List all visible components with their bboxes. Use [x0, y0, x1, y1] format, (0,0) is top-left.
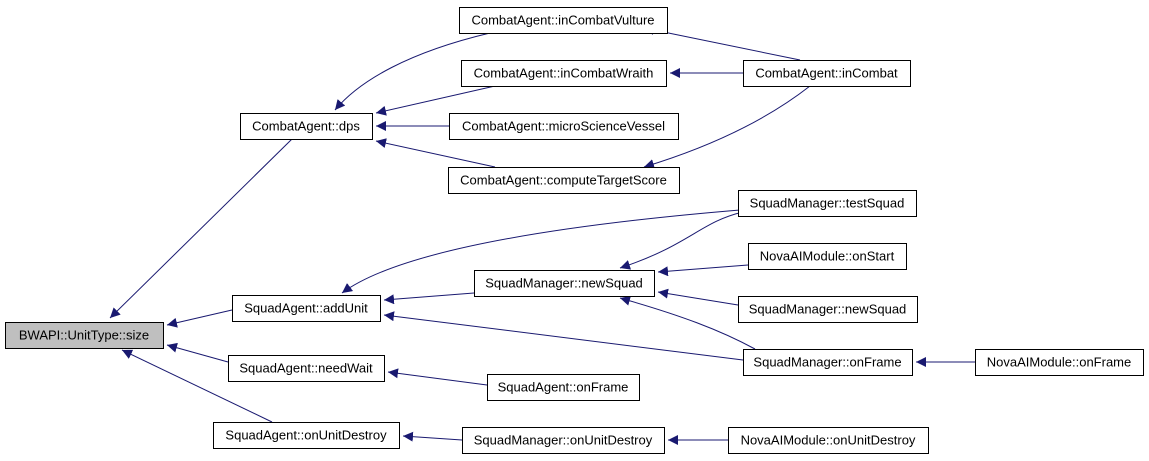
node-label: NovaAIModule::onUnitDestroy: [741, 433, 916, 448]
node-label: CombatAgent::inCombatVulture: [471, 13, 654, 28]
edge-testSquad-to-addUnit: [341, 209, 741, 294]
node-testSquad[interactable]: SquadManager::testSquad: [738, 190, 917, 217]
node-box: [743, 349, 913, 376]
node-label: CombatAgent::dps: [252, 119, 360, 134]
node-onUnitDestroySA[interactable]: SquadAgent::onUnitDestroy: [213, 422, 400, 449]
node-box: [232, 295, 381, 322]
node-label: SquadAgent::needWait: [239, 361, 373, 376]
node-addUnit[interactable]: SquadAgent::addUnit: [232, 295, 381, 322]
edge-smOnFrame-to-addUnit: [383, 311, 744, 361]
edge-smOnFrame-to-newSquad: [619, 295, 756, 350]
node-size[interactable]: BWAPI::UnitType::size: [5, 322, 164, 349]
node-box: [461, 60, 667, 87]
node-inCombat[interactable]: CombatAgent::inCombat: [743, 60, 911, 87]
node-newSquad[interactable]: SquadManager::newSquad: [474, 270, 655, 297]
node-label: CombatAgent::inCombat: [755, 66, 898, 81]
edge-vulture-to-dps: [334, 32, 491, 111]
node-box: [449, 113, 679, 140]
node-smOnUnitDestroy[interactable]: SquadManager::onUnitDestroy: [462, 427, 665, 454]
node-box: [738, 296, 918, 323]
edge-smOnUnitDestroy-to-onUnitDestroySA: [402, 431, 463, 442]
node-wraith[interactable]: CombatAgent::inCombatWraith: [461, 60, 667, 87]
node-dps[interactable]: CombatAgent::dps: [240, 113, 373, 140]
node-onStart[interactable]: NovaAIModule::onStart: [748, 243, 907, 270]
edge-addUnit-to-size: [166, 309, 233, 328]
node-label: SquadManager::onFrame: [753, 355, 901, 370]
node-box: [5, 322, 164, 349]
edge-inCombat-to-targetScore: [643, 85, 811, 169]
node-label: SquadManager::newSquad: [485, 276, 643, 291]
node-box: [462, 427, 665, 454]
node-box: [240, 113, 373, 140]
node-label: CombatAgent::microScienceVessel: [462, 119, 665, 134]
node-box: [459, 7, 668, 34]
node-vulture[interactable]: CombatAgent::inCombatVulture: [459, 7, 668, 34]
node-label: SquadManager::newSquad: [749, 302, 907, 317]
node-label: SquadAgent::addUnit: [244, 301, 368, 316]
node-box: [448, 167, 680, 194]
node-newSquad2[interactable]: SquadManager::newSquad: [738, 296, 918, 323]
node-label: CombatAgent::inCombatWraith: [474, 66, 654, 81]
edge-newSquad-to-addUnit: [383, 292, 475, 305]
edge-saOnFrame-to-needWait: [387, 368, 488, 386]
edge-targetScore-to-dps: [375, 138, 496, 168]
node-label: CombatAgent::computeTargetScore: [460, 173, 667, 188]
edge-onUnitDestroySA-to-size: [121, 349, 273, 423]
node-box: [228, 355, 385, 382]
node-label: SquadManager::testSquad: [750, 196, 905, 211]
node-box: [748, 243, 907, 270]
edge-wraith-to-dps: [375, 85, 496, 116]
node-smOnFrame[interactable]: SquadManager::onFrame: [743, 349, 913, 376]
node-label: NovaAIModule::onFrame: [987, 355, 1132, 370]
node-box: [738, 190, 917, 217]
edge-inCombat-to-vulture: [643, 25, 801, 61]
node-box: [975, 349, 1144, 376]
node-box: [474, 270, 655, 297]
nodes-layer: BWAPI::UnitType::size CombatAgent::dpsSqu…: [5, 7, 1144, 454]
edge-dps-to-size: [109, 138, 293, 319]
edge-newSquad2-to-newSquad: [657, 288, 739, 306]
node-needWait[interactable]: SquadAgent::needWait: [228, 355, 385, 382]
node-box: [728, 427, 929, 454]
edge-testSquad-to-newSquad: [619, 211, 744, 270]
edge-needWait-to-size: [166, 342, 229, 363]
edges-layer: [109, 25, 975, 445]
node-label: SquadManager::onUnitDestroy: [474, 433, 653, 448]
node-label: BWAPI::UnitType::size: [19, 328, 149, 343]
node-box: [743, 60, 911, 87]
node-vessel[interactable]: CombatAgent::microScienceVessel: [449, 113, 679, 140]
node-box: [213, 422, 400, 449]
node-label: SquadAgent::onFrame: [498, 380, 629, 395]
node-targetScore[interactable]: CombatAgent::computeTargetScore: [448, 167, 680, 194]
node-novaOnUnitDestroy[interactable]: NovaAIModule::onUnitDestroy: [728, 427, 929, 454]
edge-onStart-to-newSquad: [657, 264, 749, 277]
node-label: SquadAgent::onUnitDestroy: [225, 428, 387, 443]
node-saOnFrame[interactable]: SquadAgent::onFrame: [487, 374, 640, 401]
node-novaOnFrame[interactable]: NovaAIModule::onFrame: [975, 349, 1144, 376]
node-box: [487, 374, 640, 401]
node-label: NovaAIModule::onStart: [760, 249, 895, 264]
